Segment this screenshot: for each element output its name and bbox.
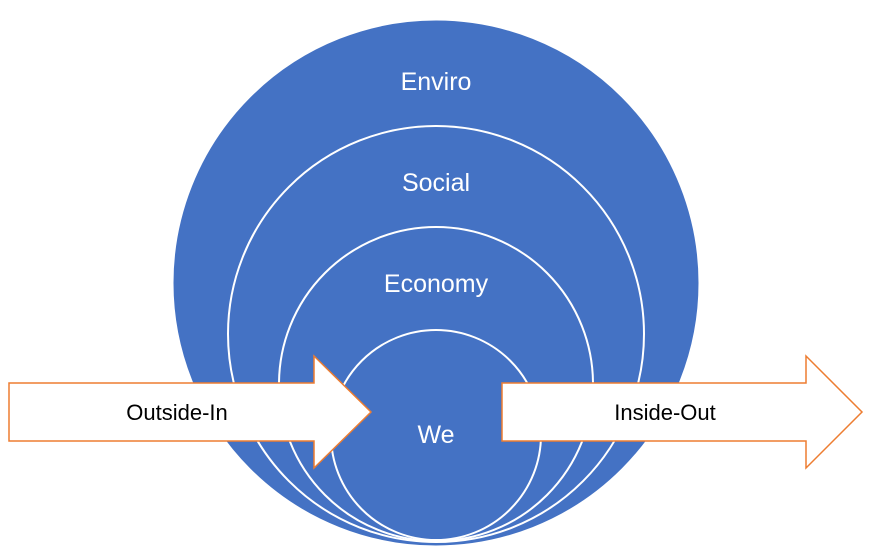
ring-label-social: Social	[402, 169, 470, 197]
outside-in-arrow	[8, 354, 373, 470]
inside-out-arrow	[501, 354, 864, 470]
ring-label-we: We	[417, 421, 454, 449]
outside-in-label: Outside-In	[126, 400, 228, 425]
inside-out-label: Inside-Out	[614, 400, 716, 425]
ring-label-enviro: Enviro	[401, 68, 472, 96]
ring-label-economy: Economy	[384, 270, 489, 298]
